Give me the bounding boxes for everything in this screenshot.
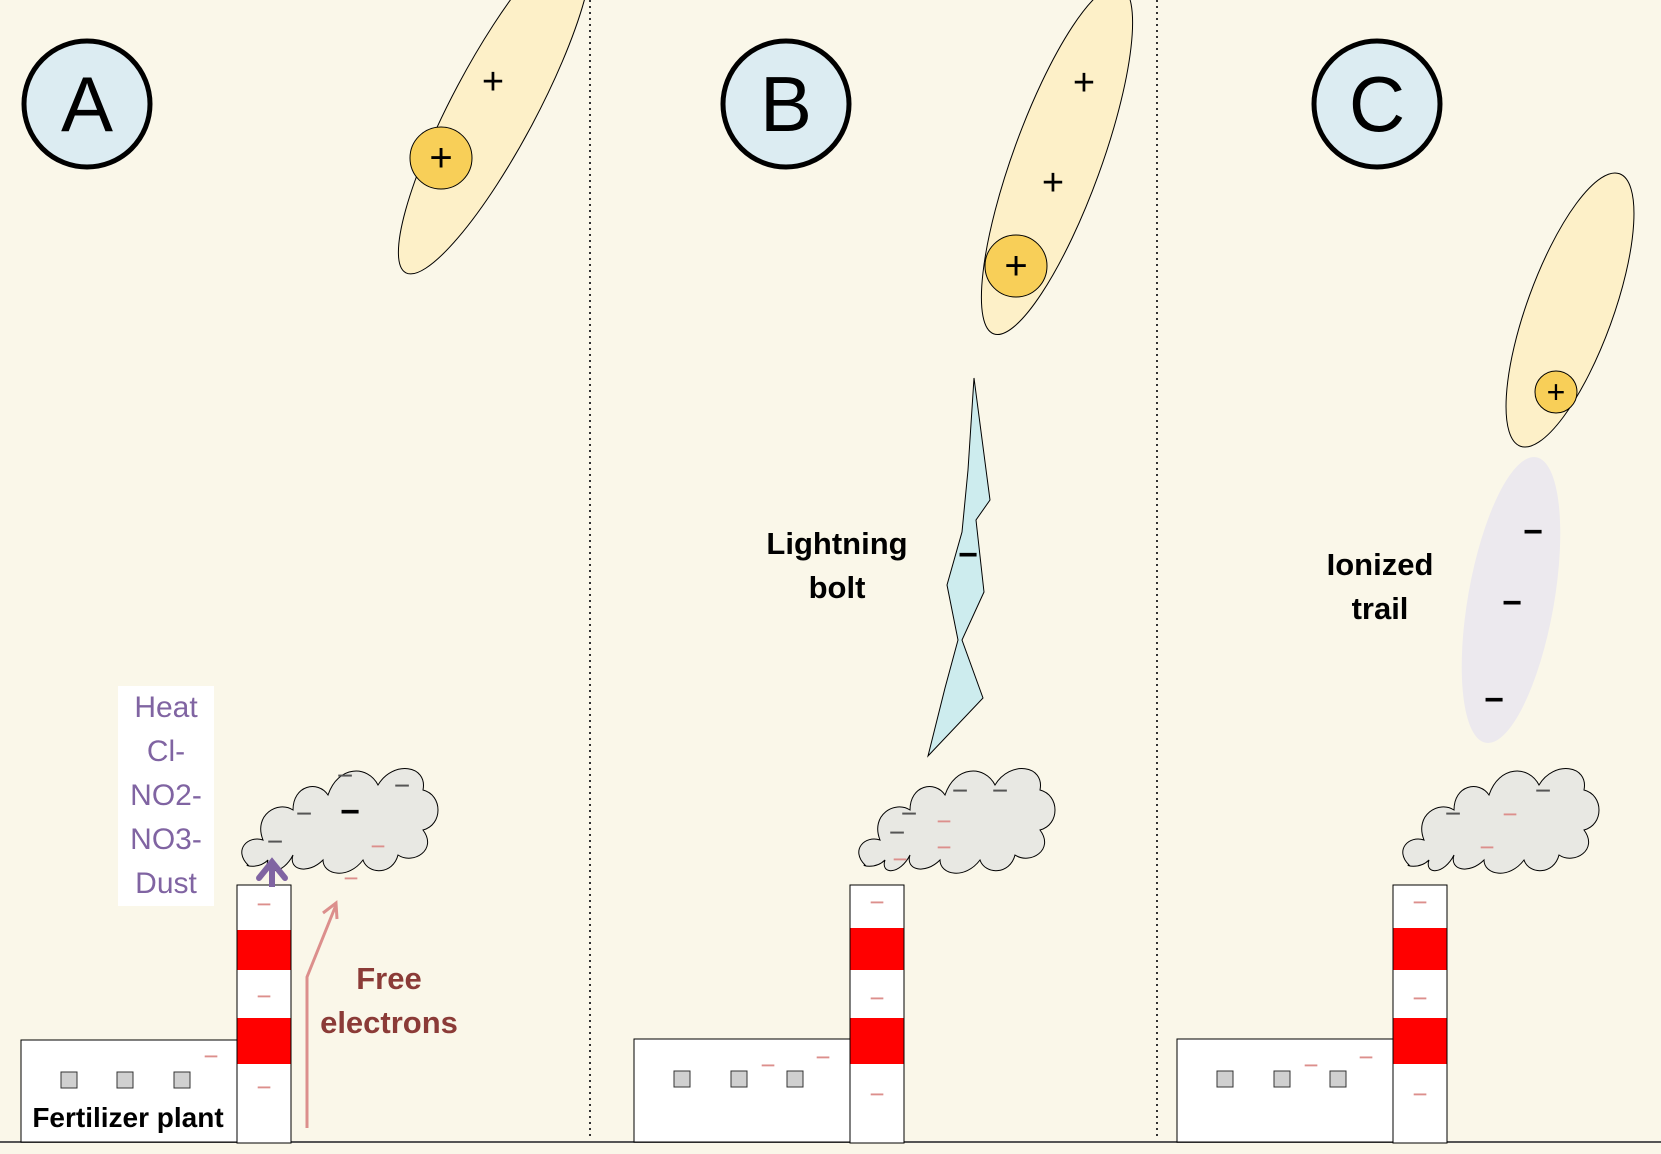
factory-building: − Fertilizer plant <box>20 1039 238 1143</box>
window <box>786 1070 804 1088</box>
ionized-trail-label: trail <box>1352 591 1409 626</box>
panel-label: A <box>61 60 113 148</box>
free-electron: − <box>1412 1079 1427 1109</box>
free-electron: − <box>203 1041 218 1071</box>
smoke-electron: − <box>1445 798 1461 829</box>
factory-label: Fertilizer plant <box>32 1102 223 1133</box>
positive-charge: + <box>1073 62 1095 104</box>
smoke-electron: − <box>1535 775 1551 806</box>
emission-item: Dust <box>135 867 197 900</box>
free-electron: − <box>869 983 884 1013</box>
free-electron: − <box>1412 983 1427 1013</box>
panel-c: C + − − − Ionized trail − − − − − <box>1176 38 1635 1144</box>
panel-label: C <box>1349 60 1405 148</box>
panel-badge: B <box>720 38 852 170</box>
positive-charge: + <box>482 61 504 103</box>
trail-charge: − <box>1484 681 1504 719</box>
positive-charge-center <box>1534 370 1578 414</box>
smoke-electron: − <box>267 826 283 857</box>
emission-item: Heat <box>134 691 198 724</box>
window <box>1329 1070 1347 1088</box>
panel-label: B <box>760 60 812 148</box>
smoke-electron: − <box>952 775 968 806</box>
smoke-electron: − <box>992 775 1008 806</box>
lightning-bolt-label: Lightning <box>766 526 907 561</box>
free-electron: − <box>1412 887 1427 917</box>
emission-arrow <box>256 857 288 887</box>
smokestack: − − − <box>1392 884 1448 1144</box>
lightning-bolt-label: bolt <box>809 570 866 605</box>
free-electron: − <box>370 831 385 861</box>
free-electron: − <box>936 806 951 836</box>
window <box>1216 1070 1234 1088</box>
smokestack: − − − <box>849 884 905 1144</box>
bolt-charge: − <box>958 536 978 574</box>
free-electron: − <box>256 889 271 919</box>
free-electron: − <box>1479 832 1494 862</box>
smoke-plume: − − − − − − − <box>858 768 1056 874</box>
stack-stripe <box>237 930 291 970</box>
smokestack: − − − <box>236 884 292 1144</box>
positive-charge: + <box>1547 374 1566 410</box>
window <box>730 1070 748 1088</box>
emission-item: NO2- <box>130 779 202 812</box>
smoke-electron: − <box>889 817 905 848</box>
ionized-trail-label: Ionized <box>1327 547 1434 582</box>
free-electron: − <box>936 832 951 862</box>
emission-item: Cl- <box>147 735 185 768</box>
factory-building: − − <box>1176 1038 1394 1143</box>
stack-stripe <box>1393 928 1447 970</box>
stack-stripe <box>237 1018 291 1064</box>
free-electrons-label: Free <box>356 961 421 996</box>
charge-cloud: + <box>1505 172 1635 448</box>
stack-stripe <box>850 928 904 970</box>
panel-badge: A <box>21 38 153 170</box>
stack-stripe <box>850 1018 904 1064</box>
stack-stripe <box>1393 1018 1447 1064</box>
smoke-plume: − − − − − − − <box>241 760 439 893</box>
panel-badge: C <box>1311 38 1443 170</box>
free-electron: − <box>1303 1050 1318 1080</box>
smoke-electron: − <box>337 760 353 791</box>
positive-charge: + <box>1004 244 1027 288</box>
smoke-plume: − − − − <box>1402 768 1600 874</box>
panel-a: A + + − − − − − − − − − − <box>20 0 593 1144</box>
free-electrons-label: electrons <box>320 1005 458 1040</box>
panel-b: B + + + − Lightning bolt − − − − − − − <box>633 0 1134 1144</box>
free-electron: − <box>1502 799 1517 829</box>
free-electron: − <box>256 1072 271 1102</box>
positive-charge: + <box>429 136 452 180</box>
free-electron: − <box>256 981 271 1011</box>
window <box>1273 1070 1291 1088</box>
free-electron: − <box>1358 1042 1373 1072</box>
window <box>116 1071 134 1089</box>
free-electron: − <box>892 844 907 874</box>
charge-cloud: + + + <box>980 0 1134 335</box>
positive-charge-center <box>409 126 473 190</box>
lightning-bolt: − <box>927 377 991 758</box>
free-electron: − <box>869 887 884 917</box>
charge-cloud: + + <box>397 0 593 275</box>
free-electron: − <box>760 1050 775 1080</box>
window <box>60 1071 78 1089</box>
ionized-trail: − − − <box>1461 457 1561 743</box>
smoke-electron: − <box>296 798 312 829</box>
smoke-electron: − <box>394 770 410 801</box>
free-electrons-arrow <box>305 900 339 1128</box>
smoke-electron: − <box>340 793 360 831</box>
trail-charge: − <box>1523 513 1543 551</box>
window <box>173 1071 191 1089</box>
window <box>673 1070 691 1088</box>
free-electron: − <box>869 1079 884 1109</box>
free-electron: − <box>815 1042 830 1072</box>
emissions-box: Heat Cl- NO2- NO3- Dust <box>118 686 214 906</box>
trail-charge: − <box>1502 584 1522 622</box>
smoke-electron: − <box>901 798 917 829</box>
positive-charge: + <box>1042 162 1064 204</box>
positive-charge-center <box>984 234 1048 298</box>
free-electron: − <box>343 863 358 893</box>
factory-building: − − <box>633 1038 851 1143</box>
emission-item: NO3- <box>130 823 202 856</box>
